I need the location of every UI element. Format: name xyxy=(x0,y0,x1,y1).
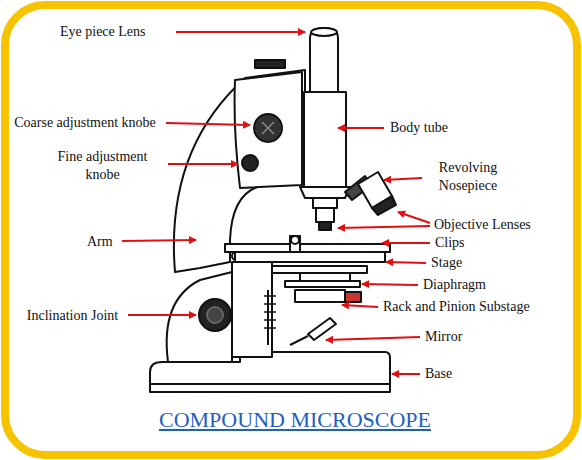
inclination-joint xyxy=(199,299,231,331)
coarse-knob xyxy=(254,114,282,142)
frame xyxy=(5,5,577,455)
part-label: Objective Lenses xyxy=(434,216,531,234)
part-label: Base xyxy=(425,365,452,383)
arm xyxy=(174,70,305,272)
substage-support xyxy=(232,262,272,357)
fine-knob xyxy=(242,155,258,171)
diagram-title: COMPOUND MICROSCOPE xyxy=(159,407,431,433)
head-top xyxy=(255,60,285,68)
part-label: Inclination Joint xyxy=(20,307,125,325)
part-label: Stage xyxy=(431,254,462,272)
mirror xyxy=(308,318,336,340)
part-label: Revolving Nosepiece xyxy=(428,159,508,195)
part-label: Fine adjustment knobe xyxy=(40,148,165,184)
head xyxy=(235,72,302,188)
part-label: Coarse adjustment knobe xyxy=(10,114,160,132)
objective-center xyxy=(319,222,331,230)
part-label: Arm xyxy=(87,233,113,251)
part-label: Clips xyxy=(435,234,465,252)
part-label: Rack and Pinion Substage xyxy=(383,298,530,316)
eyepiece xyxy=(310,28,338,95)
pillar xyxy=(167,272,232,362)
part-label: Diaphragm xyxy=(423,276,486,294)
part-label: Eye piece Lens xyxy=(60,23,146,41)
nosepiece xyxy=(300,187,350,198)
stage xyxy=(225,244,390,252)
part-label: Mirror xyxy=(425,328,462,346)
body-tube xyxy=(304,92,346,187)
microscope xyxy=(150,28,396,392)
substage xyxy=(295,290,345,302)
part-label: Body tube xyxy=(390,119,448,137)
leader-arrows xyxy=(122,32,430,374)
